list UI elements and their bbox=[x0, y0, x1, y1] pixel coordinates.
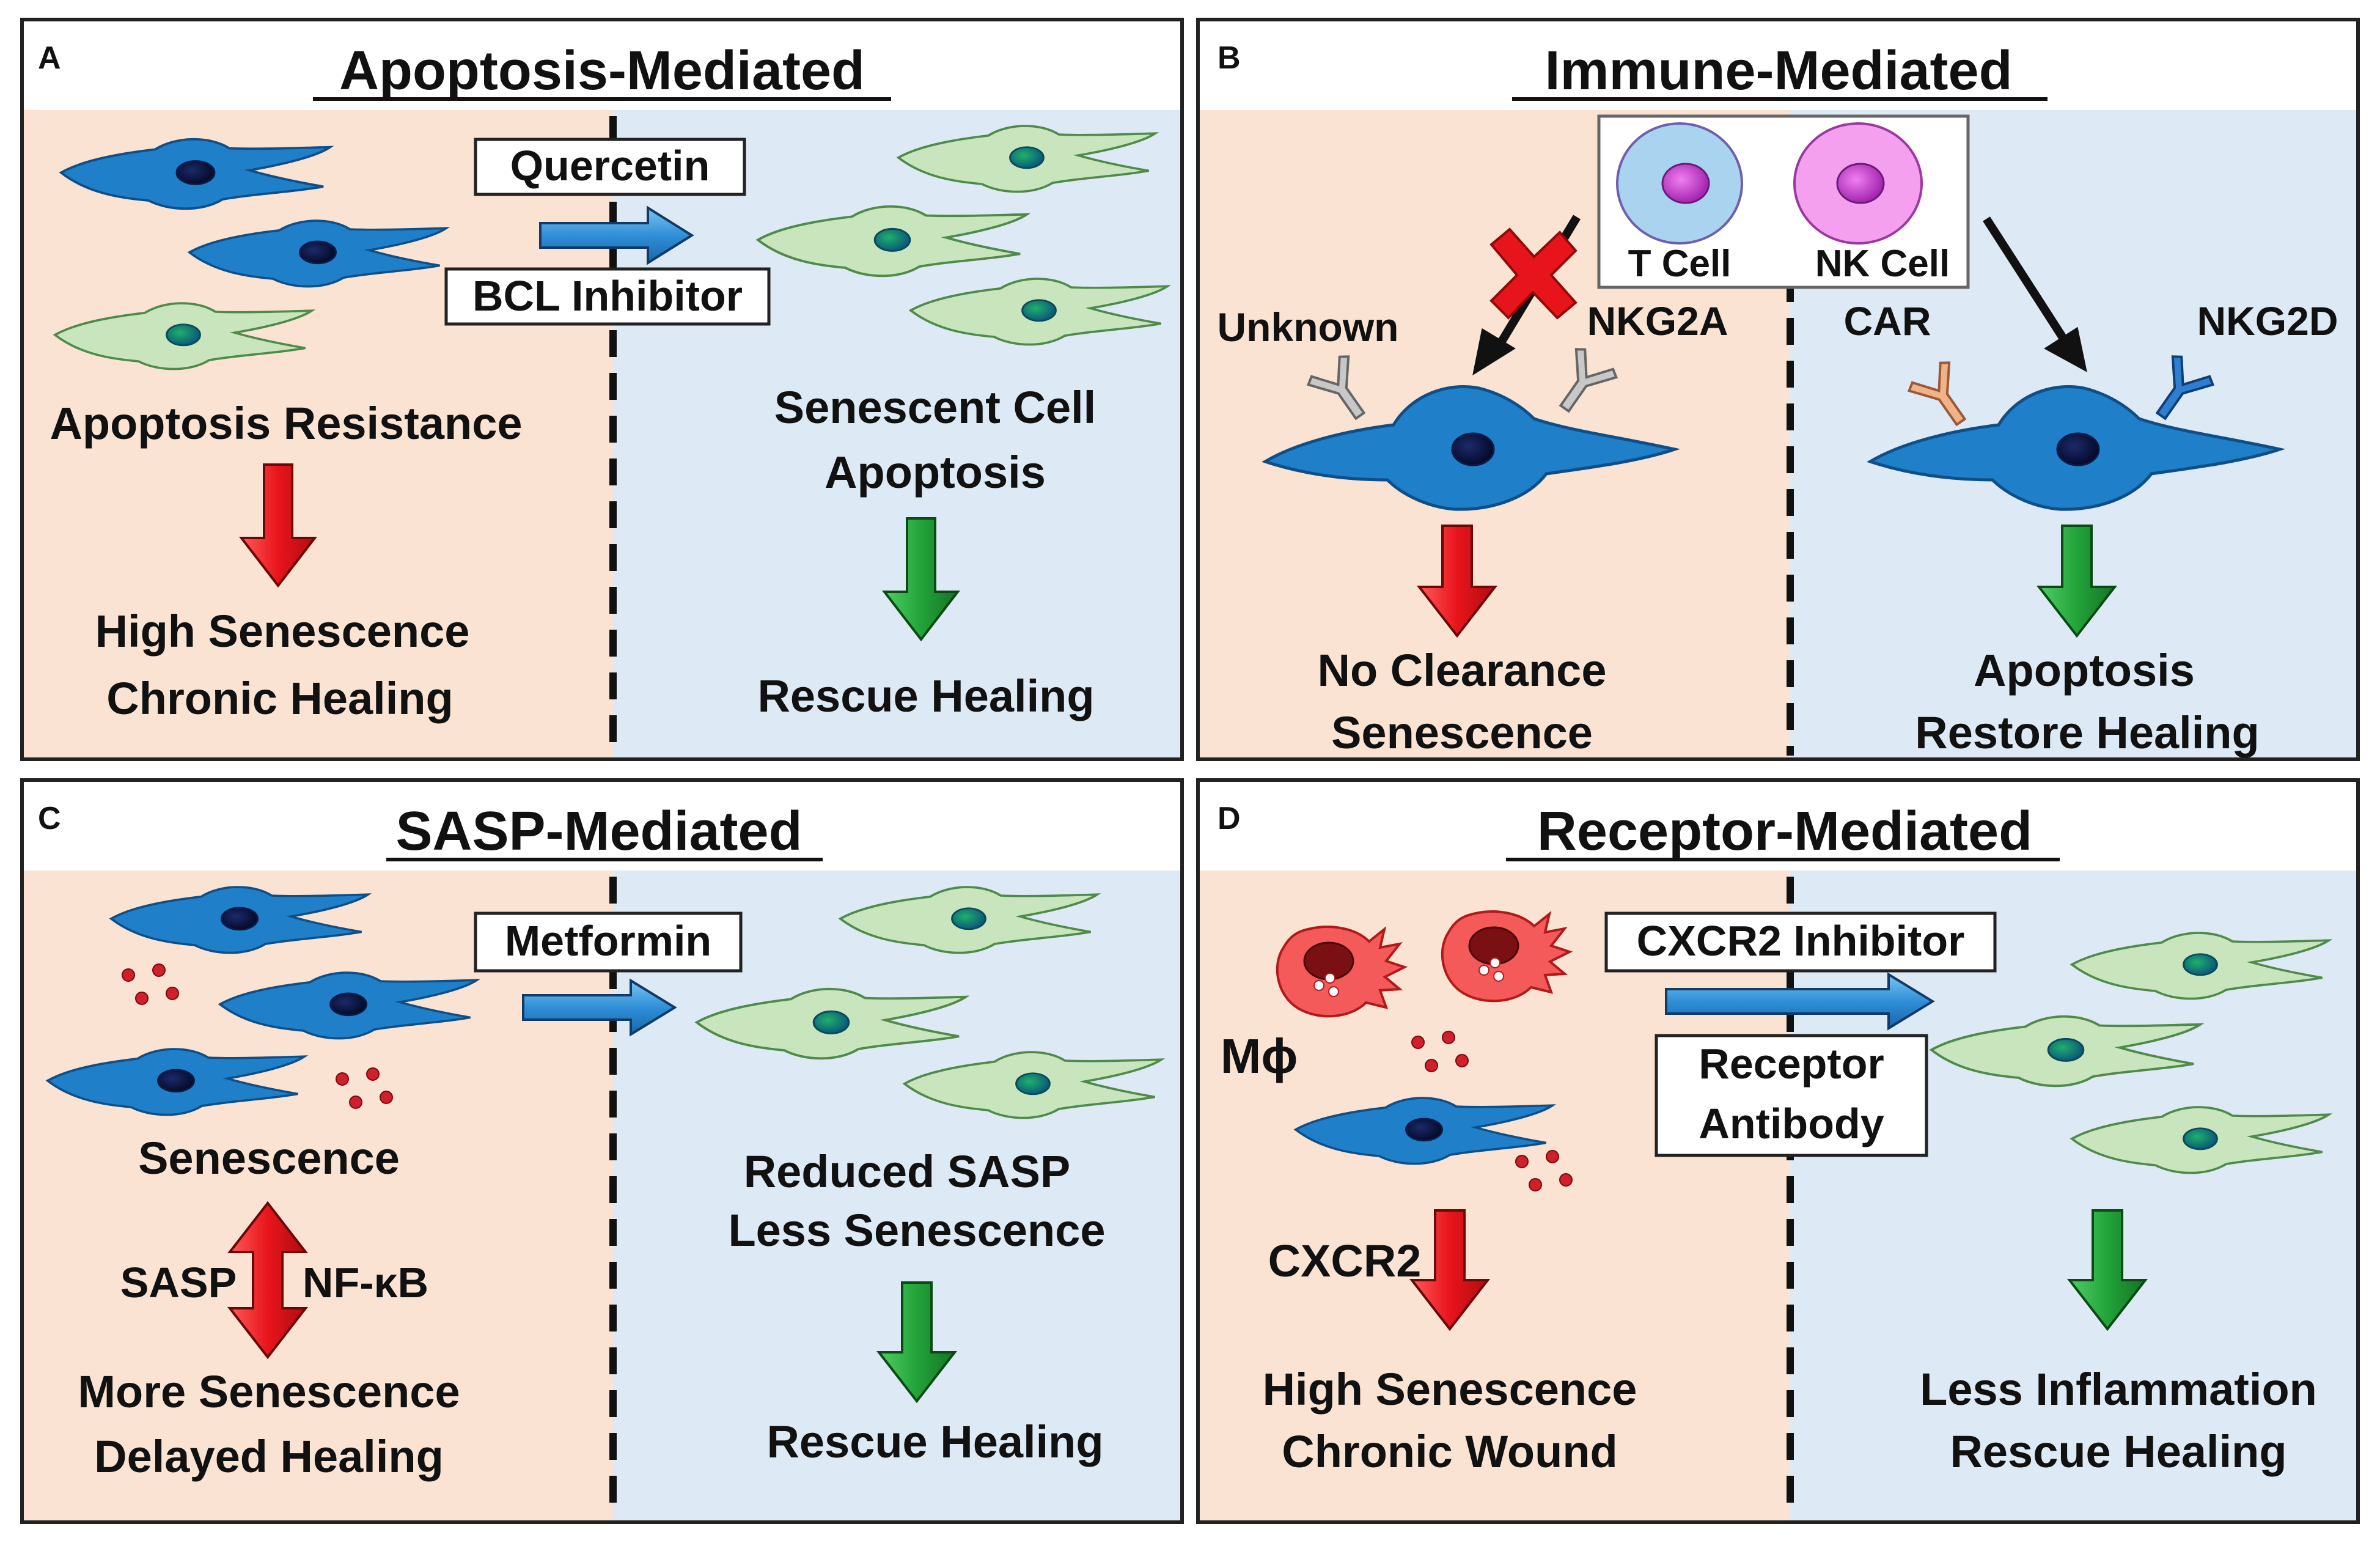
receptor-nkg2d-icon bbox=[2155, 355, 2215, 421]
receptor-label: NKG2D bbox=[2197, 298, 2338, 344]
receptor-label: CAR bbox=[1844, 298, 1931, 344]
panel-a-right-outcome: Rescue Healing bbox=[757, 671, 1094, 721]
panel-c-title: SASP-Mediated bbox=[395, 801, 802, 862]
panel-b-title: Immune-Mediated bbox=[1544, 40, 2012, 101]
panel-d-left-outcome: High Senescence bbox=[1263, 1364, 1637, 1415]
red-down-arrow-icon bbox=[1416, 525, 1498, 638]
treatment-arrow-icon bbox=[539, 205, 694, 265]
drug-label-box bbox=[474, 911, 743, 973]
t-cell-nucleus-icon bbox=[1661, 163, 1710, 204]
green-down-arrow-icon bbox=[881, 517, 961, 642]
panel-c-right-status: Reduced SASP bbox=[744, 1146, 1071, 1197]
nk-cell-nucleus-icon bbox=[1836, 163, 1885, 204]
panel-d-title: Receptor-Mediated bbox=[1537, 801, 2032, 862]
panel-a-right-status: Apoptosis bbox=[825, 447, 1046, 498]
receptor-nkg2a-icon bbox=[1559, 348, 1618, 413]
panel-a-left-region bbox=[24, 110, 613, 757]
attack-arrow-head-icon bbox=[2044, 326, 2087, 372]
drug-label: CXCR2 Inhibitor bbox=[1637, 917, 1965, 965]
drug-label-box bbox=[1655, 1034, 1928, 1157]
drug-label: BCL Inhibitor bbox=[472, 272, 743, 320]
green-down-arrow-icon bbox=[2036, 525, 2118, 638]
receptor-label: NKG2A bbox=[1587, 298, 1728, 344]
panel-c-left-status: Senescence bbox=[138, 1133, 400, 1184]
panel-b-letter: B bbox=[1218, 40, 1241, 76]
treatment-arrow-icon bbox=[522, 978, 677, 1037]
drug-label-box bbox=[444, 267, 771, 326]
panel-b-right-outcome: Restore Healing bbox=[1915, 707, 2259, 758]
panel-b-left-outcome: Senescence bbox=[1331, 707, 1593, 758]
panel-d-letter: D bbox=[1218, 801, 1241, 836]
panel-a-left-outcome: High Senescence bbox=[95, 606, 470, 657]
drug-label: Receptor bbox=[1699, 1040, 1884, 1088]
panel-c: C SASP-Mediated Metformin Senescence SAS… bbox=[20, 778, 1184, 1524]
drug-label: Quercetin bbox=[510, 142, 710, 190]
attack-arrow bbox=[1983, 216, 2070, 345]
panel-c-left-outcome: Delayed Healing bbox=[94, 1431, 444, 1482]
panel-c-letter: C bbox=[38, 801, 61, 836]
red-down-arrow-icon bbox=[1409, 1209, 1491, 1331]
block-x-icon bbox=[1489, 227, 1577, 320]
panel-b: B Immune-Mediated T Cell NK Cell Unknown… bbox=[1196, 18, 2360, 761]
panel-c-right-status: Less Senescence bbox=[728, 1205, 1105, 1256]
receptor-label: Unknown bbox=[1218, 304, 1399, 350]
panel-a: A Apoptosis-Mediated Quercetin BCL Inhib… bbox=[20, 18, 1184, 761]
drug-label-box bbox=[474, 138, 746, 196]
blocked-attack-arrow-head-icon bbox=[1472, 328, 1516, 376]
panel-a-left-status: Apoptosis Resistance bbox=[50, 398, 522, 449]
panel-a-right-status: Senescent Cell bbox=[774, 382, 1096, 433]
feedback-label: NF-κB bbox=[303, 1259, 428, 1306]
drug-label: Metformin bbox=[505, 917, 711, 965]
panel-a-left-outcome: Chronic Healing bbox=[106, 673, 453, 724]
panel-c-right-outcome: Rescue Healing bbox=[766, 1416, 1103, 1467]
panel-c-right-region bbox=[613, 871, 1180, 1520]
receptor-unknown-icon bbox=[1306, 355, 1366, 421]
panel-d: D Receptor-Mediated Mϕ CXCR2 Inhibitor R… bbox=[1196, 778, 2360, 1524]
receptor-label: CXCR2 bbox=[1268, 1236, 1422, 1286]
nk-cell-label: NK Cell bbox=[1815, 243, 1950, 285]
green-down-arrow-icon bbox=[2066, 1209, 2148, 1331]
panel-c-left-outcome: More Senescence bbox=[78, 1366, 460, 1417]
panel-a-title: Apoptosis-Mediated bbox=[339, 40, 865, 101]
t-cell-label: T Cell bbox=[1628, 243, 1732, 285]
feedback-label: SASP bbox=[120, 1259, 237, 1306]
panel-d-right-outcome: Less Inflammation bbox=[1920, 1364, 2317, 1415]
green-down-arrow-icon bbox=[876, 1281, 958, 1404]
panel-b-right-outcome: Apoptosis bbox=[1974, 645, 2195, 696]
red-double-arrow-icon bbox=[227, 1201, 309, 1360]
drug-label-box bbox=[1604, 911, 1997, 973]
panel-d-right-outcome: Rescue Healing bbox=[1950, 1426, 2286, 1477]
treatment-arrow-icon bbox=[1665, 972, 1935, 1031]
red-down-arrow-icon bbox=[238, 463, 318, 588]
panel-d-left-outcome: Chronic Wound bbox=[1282, 1426, 1617, 1477]
receptor-car-icon bbox=[1907, 361, 1967, 427]
panel-a-letter: A bbox=[38, 40, 61, 76]
macrophage-label: Mϕ bbox=[1221, 1029, 1298, 1083]
drug-label: Antibody bbox=[1699, 1100, 1884, 1147]
panel-b-left-outcome: No Clearance bbox=[1318, 645, 1607, 696]
